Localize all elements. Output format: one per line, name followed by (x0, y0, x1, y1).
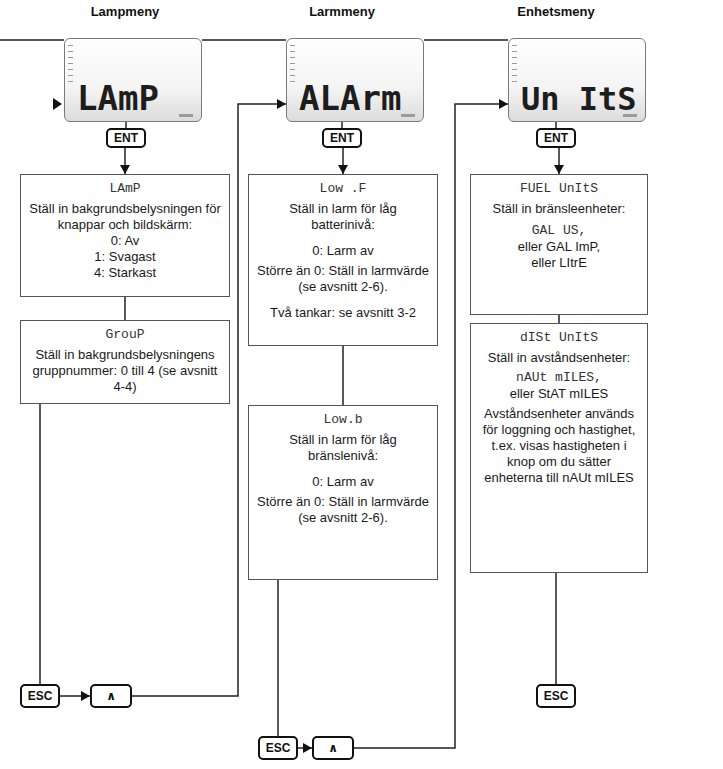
lcd-text: Un ItS (521, 83, 637, 115)
menu-link (555, 573, 557, 684)
setting-text: 1: Svagast (94, 249, 155, 265)
setting-text: Ställ in larm för låg batterinivå: (257, 201, 429, 233)
menu-title: Lampmeny (25, 4, 225, 19)
menu-link (202, 39, 286, 41)
menu-box: dISt UnItS Ställ in avståndsenheter: nAUt … (470, 323, 648, 573)
key-button: ESC (20, 684, 60, 708)
lcd-text: ALArm (299, 81, 401, 115)
key-button: ENT (322, 128, 362, 148)
setting-text: Större än 0: Ställ in larmvärde (se avsn… (257, 263, 429, 295)
setting-code: GrouP (105, 327, 144, 343)
setting-text: eller StAT mILES (510, 386, 609, 402)
flow-arrow (124, 148, 126, 174)
setting-code: dISt UnItS (520, 330, 598, 346)
key-label: ESC (266, 742, 291, 754)
setting-text: Ställ in larm för låg bränslenivå: (257, 432, 429, 464)
menu-title: Larmmeny (242, 4, 442, 19)
setting-text: Ställ in bakgrundsbelysningen för knappa… (29, 201, 221, 233)
key-button: ESC (536, 684, 576, 708)
setting-text: 0: Larm av (312, 243, 373, 259)
setting-code: Low .F (320, 181, 367, 197)
setting-text: 0: Av (111, 233, 140, 249)
flow-arrow (298, 747, 312, 749)
lcd-screen: LAmP (64, 38, 202, 122)
menu-box: FUEL UnItS Ställ in bränsleenheter: GAL US… (470, 174, 648, 315)
entry-line (0, 39, 64, 41)
setting-text: 0: Larm av (312, 474, 373, 490)
key-button: ∧ (90, 684, 132, 708)
menu-title: Enhetsmeny (456, 4, 656, 19)
key-label: ENT (330, 132, 354, 144)
setting-text: Två tankar: se avsnitt 3-2 (270, 305, 416, 321)
lcd-text: LAmP (77, 81, 159, 115)
setting-text: GAL US, (532, 223, 587, 239)
flow-arrow (558, 148, 560, 174)
flow-arrow (342, 148, 344, 174)
setting-text: Ställ in avståndsenheter: (488, 350, 630, 366)
setting-text: eller LItrE (531, 255, 587, 271)
menu-box: GrouP Ställ in bakgrundsbelysningens grup… (20, 320, 230, 404)
key-label: ∧ (328, 742, 338, 754)
setting-text: 4: Starkast (94, 265, 156, 281)
menu-box: Low.bStäll in larm för låg bränslenivå: 0… (248, 405, 438, 580)
key-label: ESC (28, 690, 53, 702)
setting-text: nAUt mILES, (516, 370, 602, 386)
setting-text: Ställ in bränsleenheter: (493, 201, 626, 217)
key-button: ∧ (312, 736, 354, 760)
key-label: ESC (544, 690, 569, 702)
menu-link (424, 39, 508, 41)
setting-text: Avståndsenheter används för loggning och… (479, 406, 639, 486)
menu-link (342, 346, 344, 405)
menu-link (124, 297, 126, 320)
setting-code: Low.b (323, 412, 362, 428)
key-button: ENT (536, 128, 576, 148)
menu-link (39, 404, 41, 684)
menu-link (558, 315, 560, 323)
key-button: ENT (106, 128, 146, 148)
menu-link (277, 580, 279, 736)
menu-box: LAmP Ställ in bakgrundsbelysningen för kn… (20, 174, 230, 297)
setting-text: Ställ in bakgrundsbelysningens gruppnumm… (29, 347, 221, 395)
setting-text: Större än 0: Ställ in larmvärde (se avsn… (257, 494, 429, 526)
key-label: ENT (114, 132, 138, 144)
lcd-screen: ALArm (286, 38, 424, 122)
menu-box: Low .F Ställ in larm för låg batterinivå:… (248, 174, 438, 346)
key-label: ∧ (106, 690, 116, 702)
key-button: ESC (258, 736, 298, 760)
setting-code: FUEL UnItS (520, 181, 598, 197)
setting-code: LAmP (109, 181, 140, 197)
flow-arrow (60, 695, 90, 697)
lcd-screen: Un ItS (508, 38, 646, 122)
entry-pointer (53, 98, 62, 110)
setting-text: eller GAL ImP, (518, 239, 600, 255)
key-label: ENT (544, 132, 568, 144)
